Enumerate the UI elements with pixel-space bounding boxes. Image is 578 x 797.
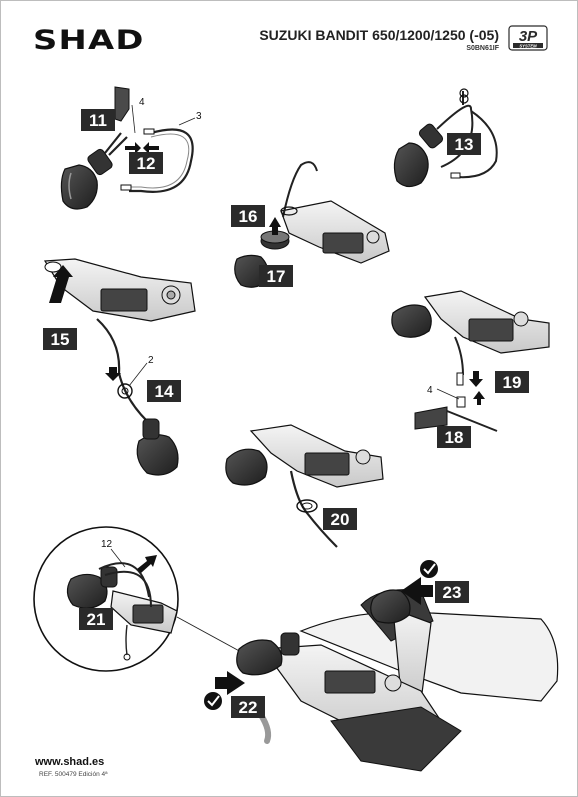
checkmark-icon [420,560,438,578]
indicator-turn-signal-a [60,132,128,210]
indicator-turn-signal-f [225,448,338,548]
mounting-bracket-20 [249,424,384,488]
mounting-bracket-15 [43,258,196,322]
checkmark-icon [204,692,222,710]
svg-text:15: 15 [51,330,70,349]
step-12: 12 [129,152,163,174]
svg-text:22: 22 [239,698,258,717]
badge-sub-text: SYSTEM [519,43,537,48]
svg-text:19: 19 [503,373,522,392]
indicator-turn-signal-e [391,304,464,386]
callout-12: 12 [101,539,113,550]
harness-strap [114,86,130,122]
brand-logo: SHAD [33,25,145,56]
callout-2: 2 [148,355,154,366]
step-11: 11 [81,109,115,131]
indicator-turn-signal-d [96,318,179,476]
callout-4-a: 4 [139,97,145,108]
wire-connector-18 [414,396,498,432]
svg-text:12: 12 [137,154,156,173]
mounting-bracket-16 [280,200,390,264]
step-20: 20 [323,508,357,530]
extension-cable-3 [120,128,194,193]
svg-text:20: 20 [331,510,350,529]
step-19: 19 [495,371,529,393]
svg-text:23: 23 [443,583,462,602]
indicator-turn-signal-b [393,88,498,188]
badge-main-text: 3P [519,28,538,45]
step-18: 18 [437,426,471,448]
model-title: SUZUKI BANDIT 650/1200/1250 (-05) [259,27,499,43]
step-17: 17 [259,265,293,287]
svg-text:16: 16 [239,207,258,226]
svg-text:18: 18 [445,428,464,447]
step-15: 15 [43,328,77,350]
callout-3: 3 [196,111,202,122]
svg-text:14: 14 [155,382,174,401]
step-22: 22 [231,696,265,718]
3p-system-badge: 3P SYSTEM [508,25,548,51]
rear-tail-assembly [258,589,559,772]
callout-4-b: 4 [427,385,433,396]
step-14: 14 [147,380,181,402]
svg-text:21: 21 [87,610,106,629]
step-16: 16 [231,205,265,227]
product-ref-code: S0BN61IF [466,45,499,52]
website-link[interactable]: www.shad.es [35,756,105,768]
step-23: 23 [435,581,469,603]
svg-text:11: 11 [89,111,107,130]
mounting-bracket-19 [423,290,550,354]
indicator-turn-signal-h [236,589,411,676]
svg-text:17: 17 [267,267,286,286]
svg-text:13: 13 [455,135,474,154]
push-arrow-23 [401,577,433,605]
push-arrow-22 [215,671,245,695]
document-reference: REF. 500479 Edición 4ª [39,771,108,778]
detail-circle-21: 12 [33,526,179,672]
step-21: 21 [79,608,113,630]
step-13: 13 [447,133,481,155]
